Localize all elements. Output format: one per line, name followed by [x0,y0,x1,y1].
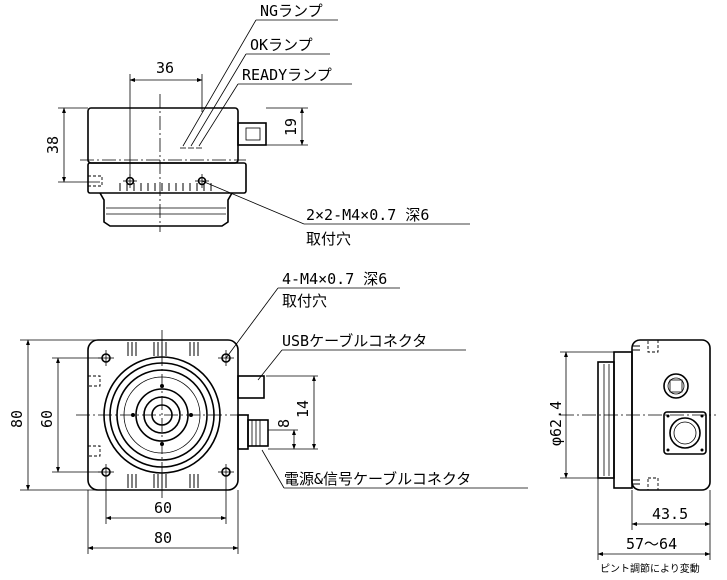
front-hole-spec: 4-M4×0.7 深6 [282,270,387,288]
dim-19: 19 [282,118,300,136]
top-view-lens-mount [99,192,233,227]
side-view-cover [613,351,633,489]
side-dim-57-64: 57〜64 [626,535,677,553]
front-hole-type: 取付穴 [282,292,327,310]
top-hole-type: 取付穴 [306,230,351,248]
power-connector-label: 電源&信号ケーブルコネクタ [284,470,471,488]
front-view-mounting-holes [98,350,234,480]
top-view-body [87,107,239,164]
dim-38: 38 [44,136,62,154]
top-view-usb-connector [237,122,267,146]
top-view-rear-cover [87,162,247,194]
side-view: φ62.4 43.5 57〜64 ピント調節により変動 [547,339,716,575]
front-dim-8: 8 [275,419,293,428]
ready-lamp-label: READYランプ [242,66,332,84]
front-dim-60-width: 60 [154,499,172,517]
front-view-fins-bottom [127,474,199,488]
ok-lamp-label: OKランプ [250,36,313,54]
side-dim-43-5: 43.5 [652,505,688,523]
side-view-lens-mount [597,361,615,479]
front-dim-60-height: 60 [38,410,56,428]
side-view-power-connector [663,411,707,455]
front-dim-80-width: 80 [154,529,172,547]
usb-connector-label: USBケーブルコネクタ [282,332,427,350]
side-focus-note: ピント調節により変動 [600,562,700,575]
side-dim-diameter: φ62.4 [547,401,565,446]
front-dim-80-height: 80 [8,410,26,428]
front-dim-14: 14 [294,400,312,418]
dim-36: 36 [156,59,174,77]
ng-lamp-leader [182,19,257,147]
side-view-usb-port [663,373,689,399]
top-hole-spec: 2×2-M4×0.7 深6 [306,206,429,224]
top-view-fins [119,183,212,191]
ready-lamp-leader [198,83,239,147]
top-view: NGランプ OKランプ READYランプ 36 38 19 2×2-M4×0.7… [44,2,470,248]
front-view: 4-M4×0.7 深6 取付穴 USBケーブルコネクタ 電源&信号ケーブルコネク… [8,270,528,554]
front-view-fins-top [127,342,199,356]
front-view-usb-connector [237,375,265,399]
ng-lamp-label: NGランプ [260,2,323,20]
front-view-power-connector [237,414,269,450]
ok-lamp-leader [190,53,247,147]
